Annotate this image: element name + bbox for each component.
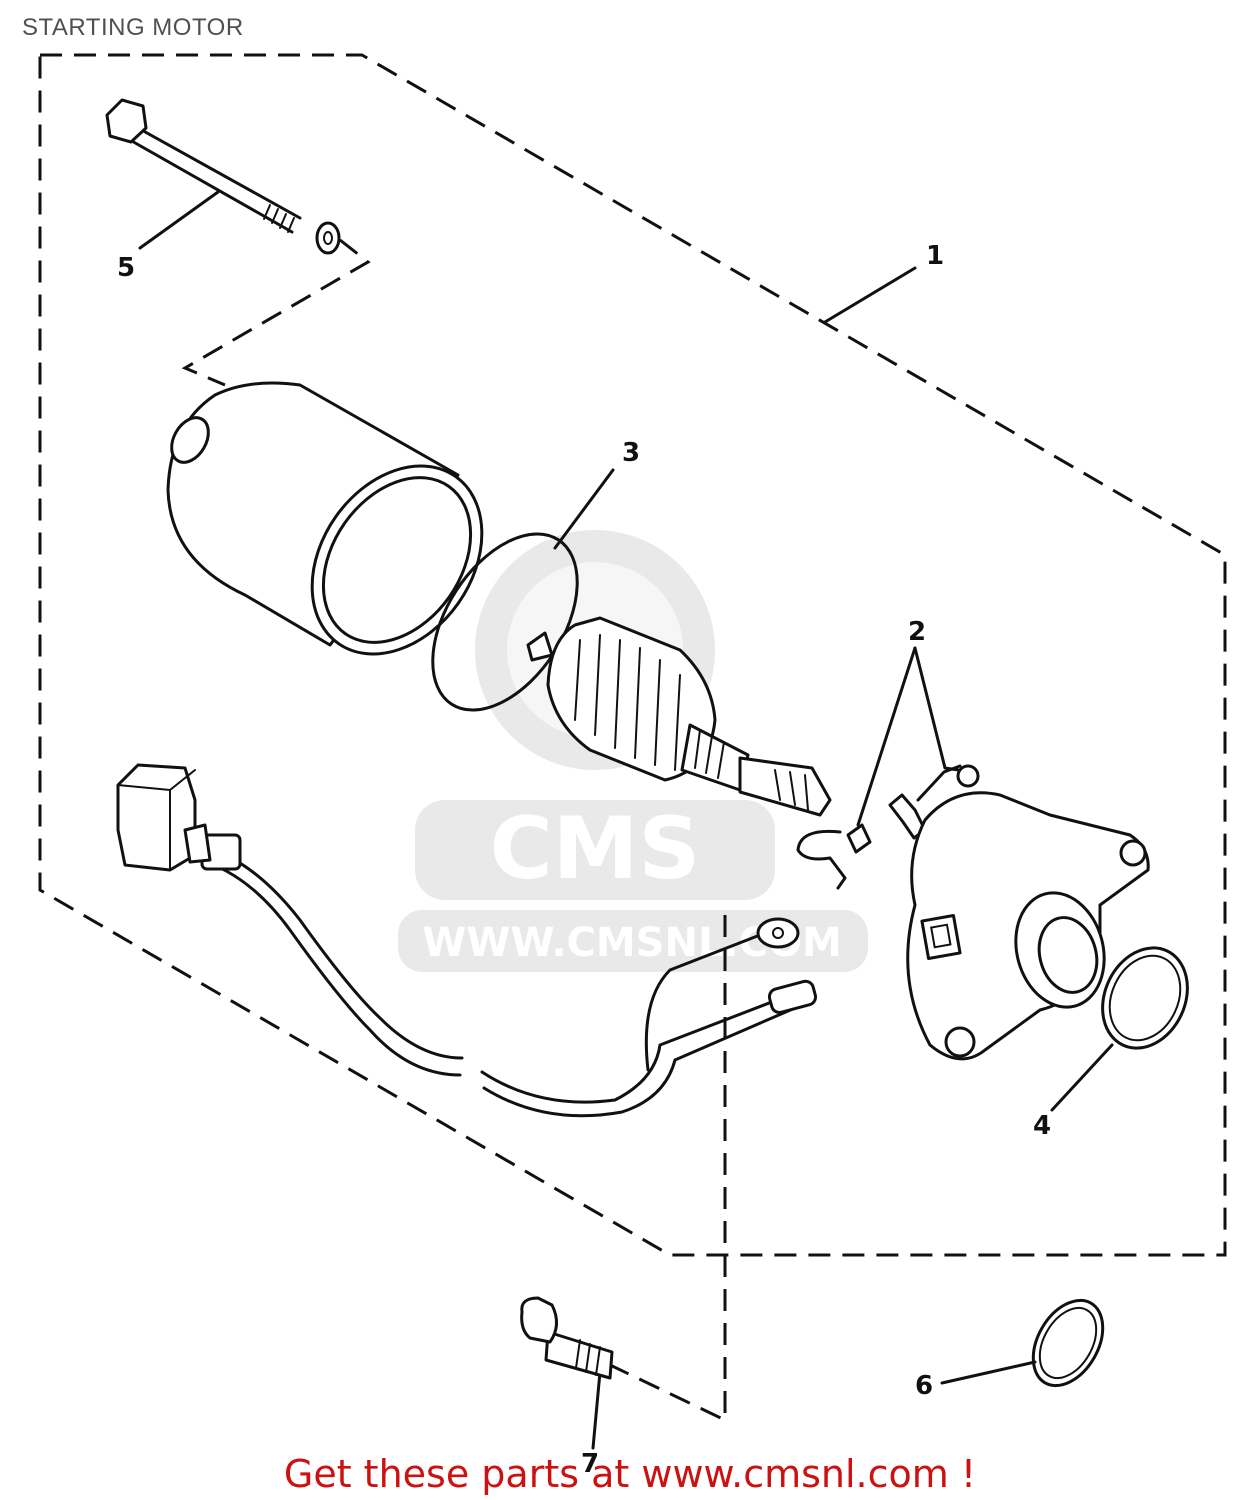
promo-banner[interactable]: Get these parts at www.cmsnl.com !	[283, 1452, 977, 1496]
callout-2: 2	[908, 617, 926, 647]
leader-7	[591, 1370, 602, 1450]
long-bolt-part-5	[105, 98, 341, 255]
leader-1	[823, 266, 917, 324]
armature	[526, 616, 832, 817]
callout-1: 1	[926, 241, 944, 271]
wire-harness	[116, 763, 818, 1118]
leader-4	[1050, 1043, 1114, 1112]
callout-4: 4	[1033, 1111, 1051, 1141]
callout-5: 5	[117, 253, 135, 283]
leader-5	[138, 190, 220, 250]
brush-part-2	[796, 764, 980, 890]
callout-6: 6	[915, 1371, 933, 1401]
watermark-brand: CMS	[490, 799, 701, 899]
bolt-alignment-line	[181, 238, 371, 387]
leader-3	[553, 468, 615, 550]
leader-6	[940, 1360, 1037, 1385]
page-title: STARTING MOTOR	[22, 14, 244, 41]
o-ring-part-4	[1101, 946, 1189, 1050]
leader-2b	[913, 646, 974, 774]
screw-part-7	[520, 1296, 614, 1380]
yoke-housing	[166, 381, 484, 656]
o-ring-part-6	[1031, 1298, 1105, 1388]
front-cover	[906, 791, 1150, 1061]
callout-3: 3	[622, 438, 640, 468]
assembly-boundary	[38, 53, 1227, 1257]
callout-7: 7	[581, 1449, 599, 1479]
leader-2a	[856, 646, 917, 827]
screw-alignment-line	[609, 915, 727, 1423]
